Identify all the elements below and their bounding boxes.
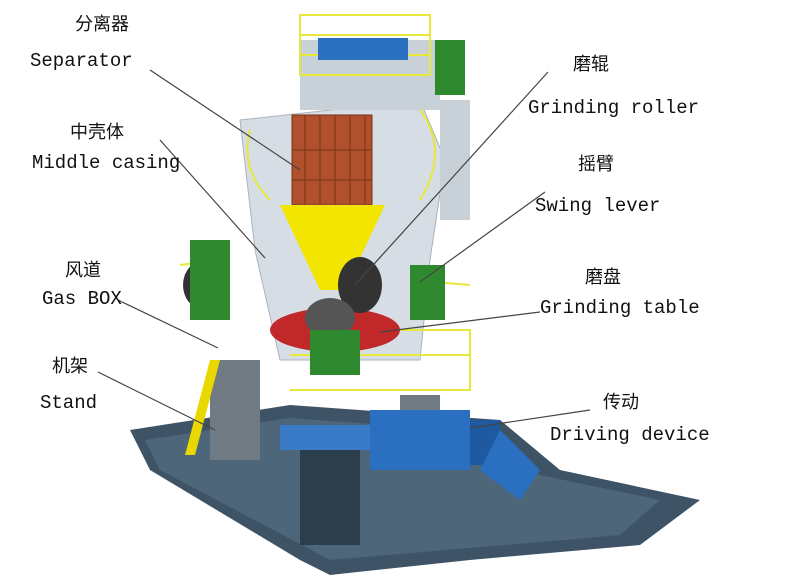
driving-device-label: Driving device bbox=[550, 424, 710, 446]
cone bbox=[280, 205, 385, 290]
leader-lines bbox=[97, 69, 591, 431]
drive-motor bbox=[370, 410, 470, 470]
stand-label: Stand bbox=[40, 392, 98, 414]
top-motor bbox=[318, 38, 408, 60]
grinding-table-label-cn: 磨盘 bbox=[585, 267, 621, 288]
grinding-roller-label: Grinding roller bbox=[528, 97, 700, 119]
stand-leg bbox=[210, 360, 260, 460]
separator-label-cn: 分离器 bbox=[75, 14, 129, 35]
middle-casing-label-cn: 中壳体 bbox=[70, 122, 124, 143]
stand-label-cn: 机架 bbox=[52, 356, 88, 377]
swing-lever bbox=[410, 265, 445, 320]
grinding-roller bbox=[338, 257, 382, 313]
swing-lever-label-cn: 摇臂 bbox=[578, 154, 614, 175]
gas-box-label: Gas BOX bbox=[42, 288, 122, 310]
gas-box-label-cn: 风道 bbox=[65, 260, 101, 281]
driving-device-label-cn: 传动 bbox=[603, 392, 639, 413]
grinding-roller-label-cn: 磨辊 bbox=[573, 54, 609, 75]
grinding-table-label: Grinding table bbox=[540, 297, 700, 319]
swing-lever-label: Swing lever bbox=[535, 195, 661, 217]
separator-cage bbox=[291, 114, 373, 206]
separator-label: Separator bbox=[30, 50, 133, 72]
middle-casing-label: Middle casing bbox=[32, 152, 181, 174]
